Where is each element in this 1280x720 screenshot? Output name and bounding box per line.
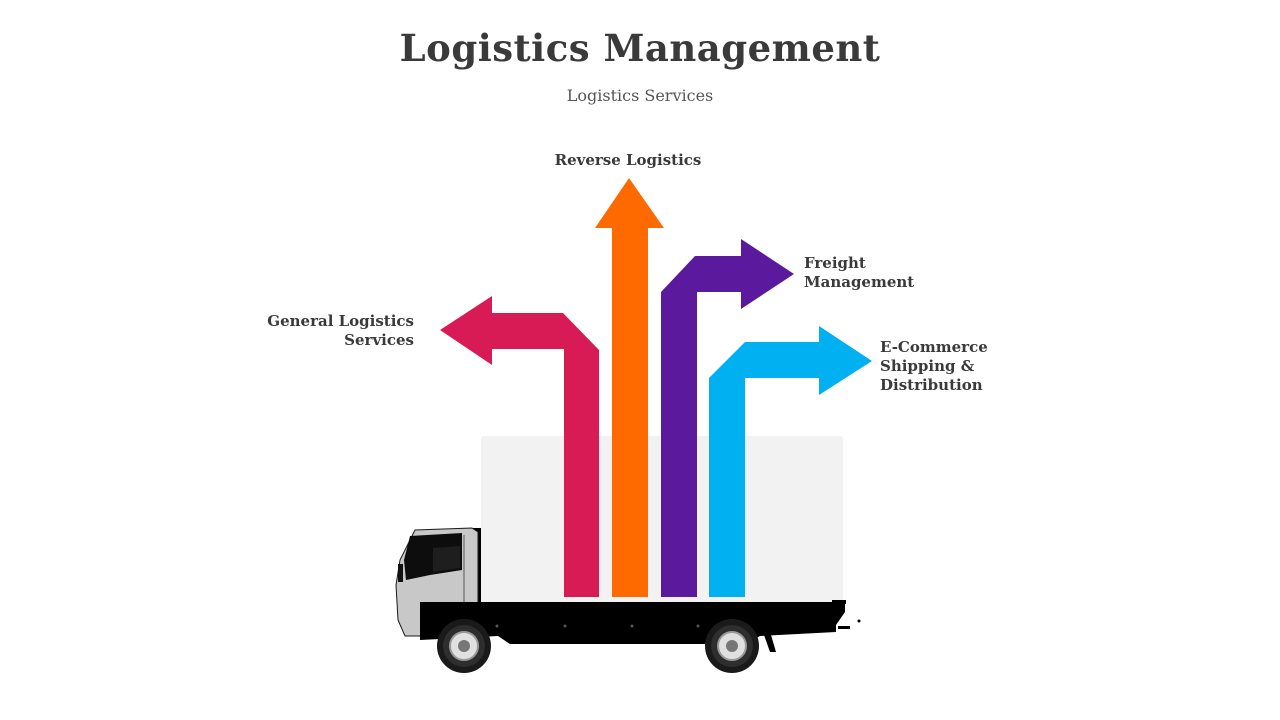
ecommerce-arrow-icon [709, 326, 872, 597]
general-logistics-arrow-icon [440, 296, 599, 597]
freight-management-arrow-icon [661, 239, 794, 597]
reverse-logistics-arrow-icon [595, 178, 664, 597]
page-subtitle: Logistics Services [566, 86, 714, 105]
freight-management-label-line: Management [804, 273, 915, 291]
ecommerce-label: E-Commerce Shipping & Distribution [880, 338, 988, 395]
freight-management-label-line: Freight [804, 254, 866, 272]
page-title: Logistics Management [399, 26, 881, 70]
general-logistics-label: General Logistics Services [234, 312, 414, 350]
ecommerce-label-line: E-Commerce [880, 338, 988, 356]
delivery-truck-icon [395, 527, 861, 673]
reverse-logistics-label-line: Reverse Logistics [554, 151, 702, 169]
ecommerce-label-line: Distribution [880, 376, 983, 394]
ecommerce-label-line: Shipping & [880, 357, 975, 375]
general-logistics-label-line: General Logistics [267, 312, 414, 330]
freight-management-label: Freight Management [804, 254, 914, 292]
reverse-logistics-label: Reverse Logistics [540, 151, 716, 170]
general-logistics-label-line: Services [344, 331, 414, 349]
